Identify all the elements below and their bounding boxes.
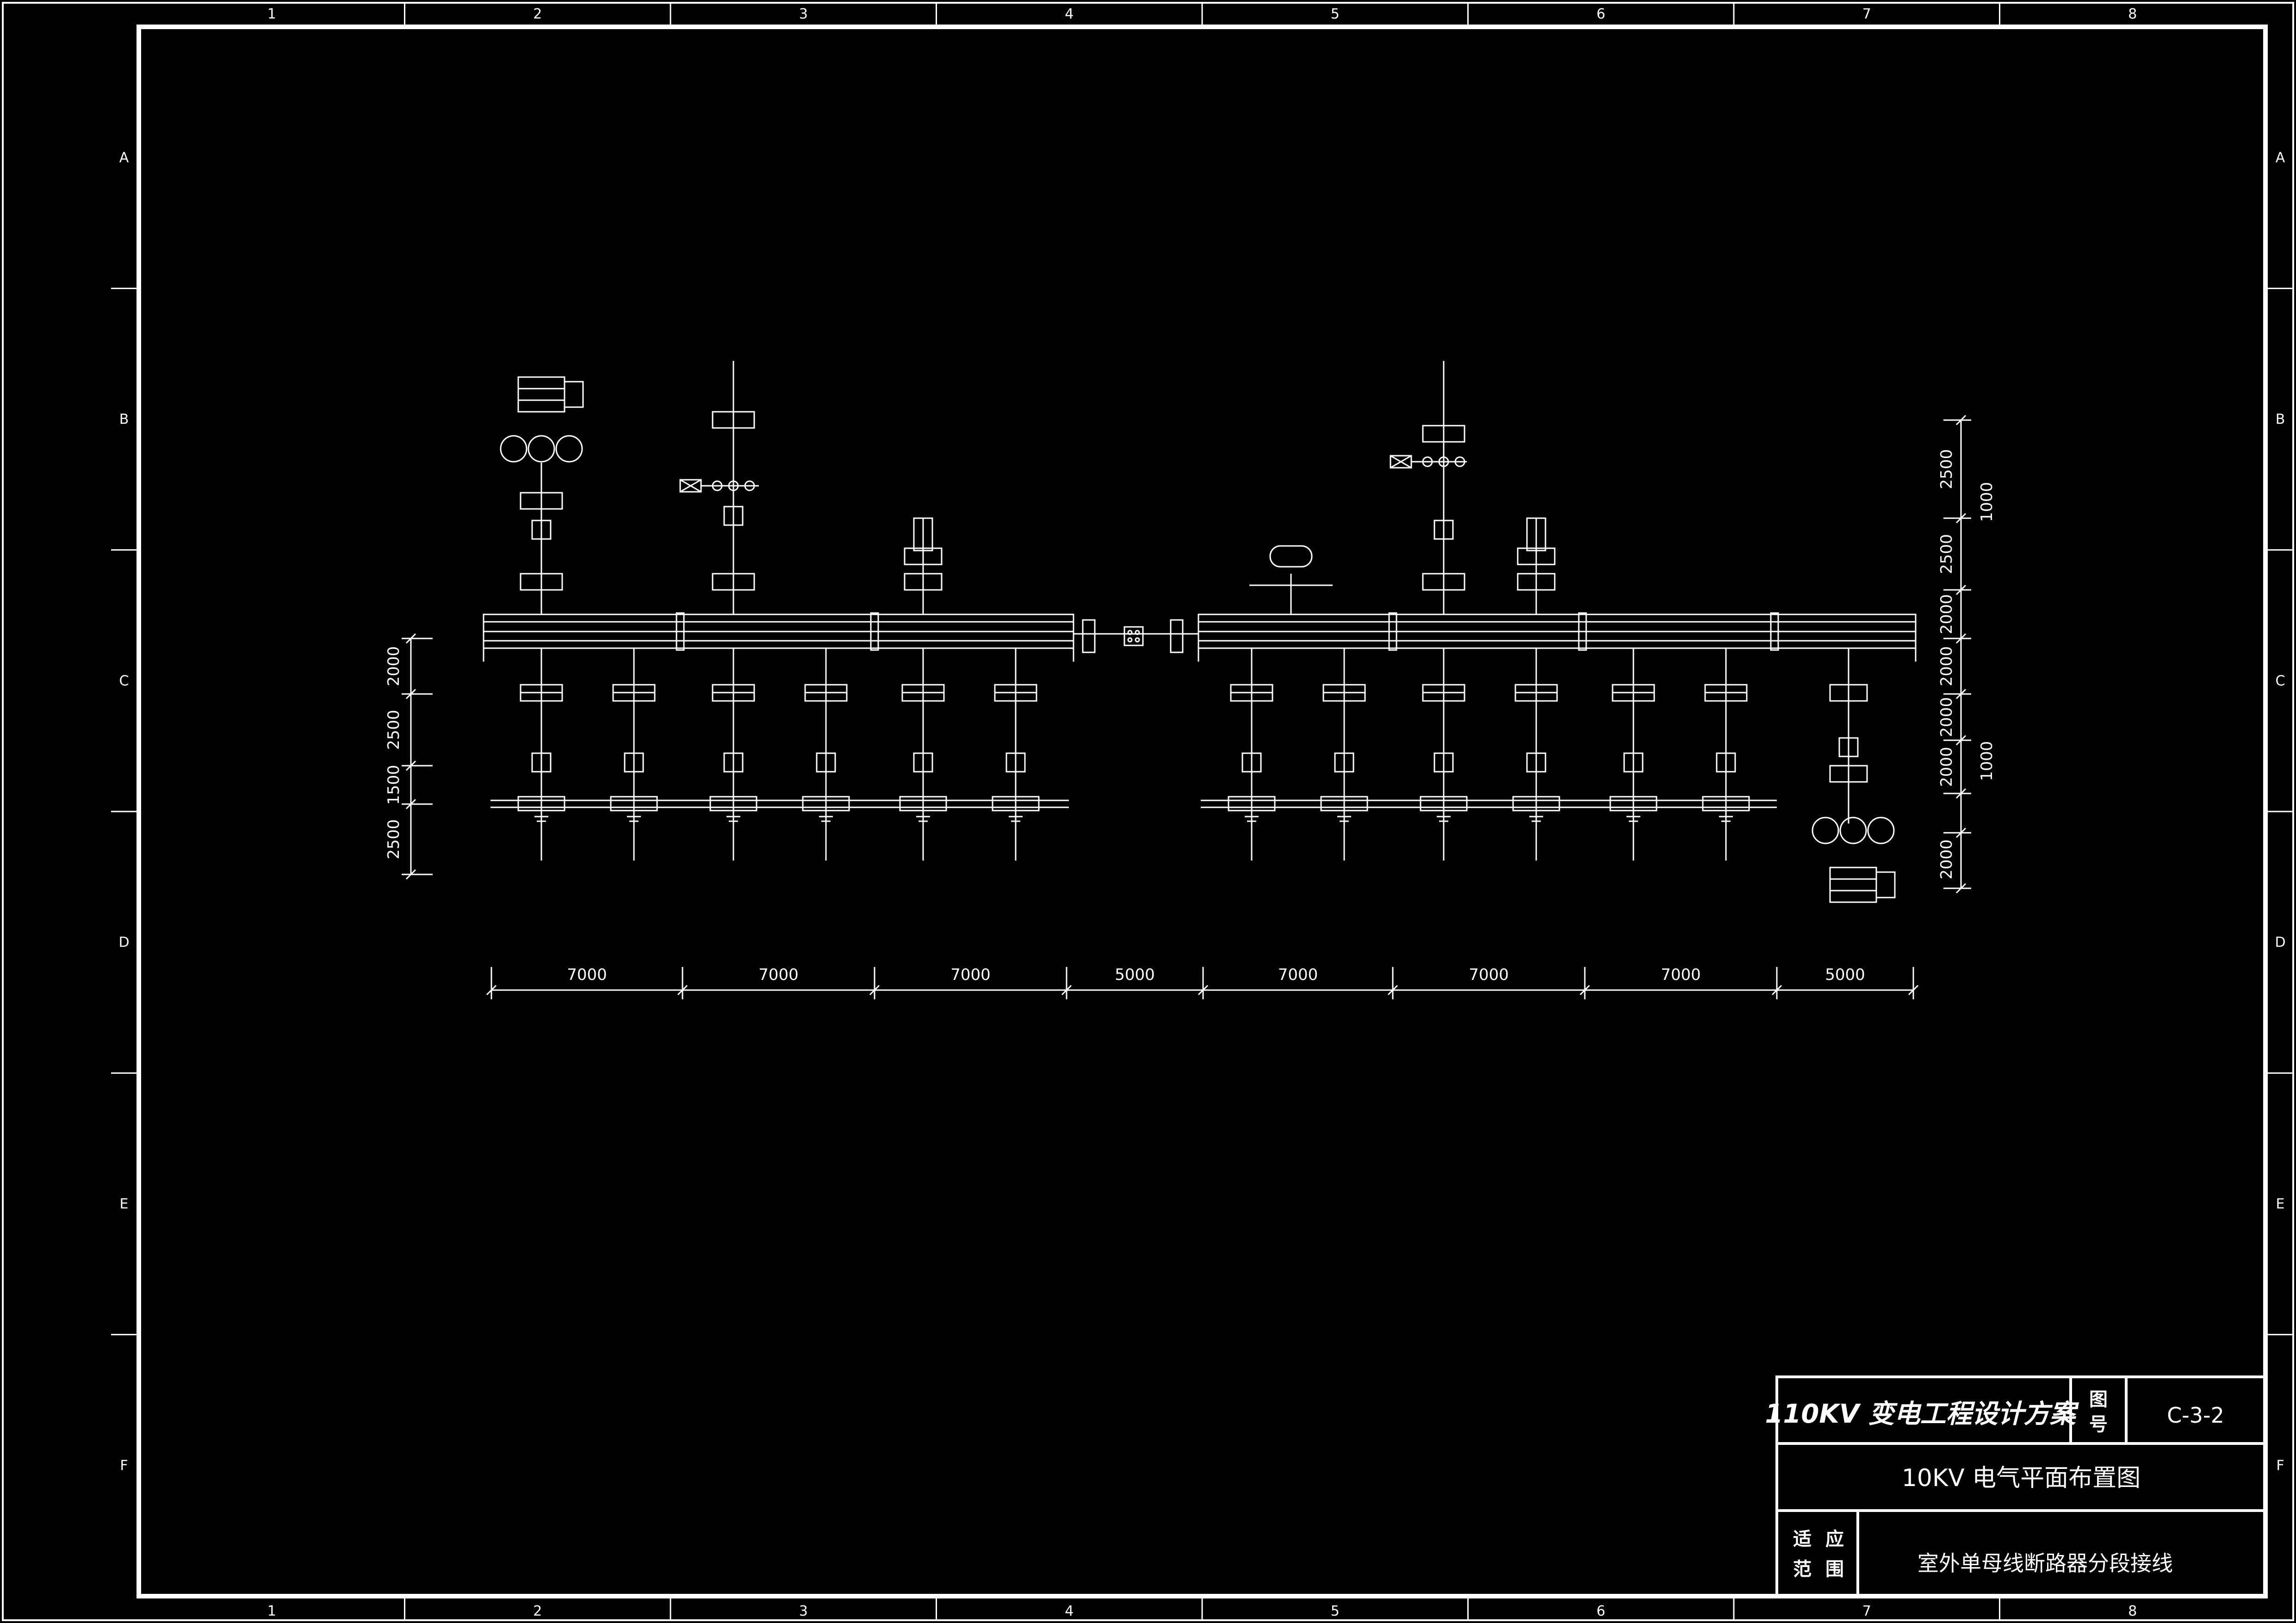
dim-bottom-7: 5000 [1825, 966, 1865, 984]
zone-row-label-E-right: E [2276, 1196, 2285, 1212]
dim-right-top-3: 2000 [1937, 646, 1956, 687]
drawing-no-label-2: 号 [2089, 1414, 2108, 1435]
zone-col-label-3-bottom: 3 [799, 1603, 808, 1619]
zone-col-label-6-bottom: 6 [1596, 1603, 1605, 1619]
busbar-post [870, 612, 879, 651]
transformer-top-left [500, 376, 584, 614]
dim-bottom-3: 5000 [1115, 966, 1155, 984]
zone-row-label-C-left: C [119, 673, 129, 689]
scope-label-1: 适 [1793, 1529, 1812, 1550]
dim-right-bottom-2: 2000 [1937, 839, 1956, 880]
busbar-left [483, 613, 1074, 662]
zone-col-label-8-bottom: 8 [2128, 1603, 2137, 1619]
scope-label-3: 范 [1793, 1559, 1812, 1580]
busbar-post [1770, 612, 1779, 651]
dim-right-top-1: 2500 [1937, 534, 1956, 574]
zone-col-label-2-bottom: 2 [533, 1603, 542, 1619]
dim-bottom-6: 7000 [1661, 966, 1701, 984]
dim-right-bottom-1: 2000 [1937, 747, 1956, 787]
zone-col-label-5-bottom: 5 [1331, 1603, 1340, 1619]
zone-row-label-D-right: D [2275, 935, 2285, 951]
feeder-bay [992, 648, 1040, 861]
feeder-bay [1228, 648, 1276, 861]
feeder-bay [802, 648, 850, 861]
feeder-bay [1702, 648, 1750, 861]
feeder-bay [1420, 648, 1468, 861]
zone-col-label-5-top: 5 [1331, 6, 1340, 22]
dim-left-3: 2500 [385, 819, 403, 860]
zone-row-label-E-left: E [120, 1196, 129, 1212]
zone-col-label-1-top: 1 [267, 6, 276, 22]
zone-row-label-A-right: A [2276, 150, 2285, 166]
zone-col-label-8-top: 8 [2128, 6, 2137, 22]
pt-bay-right [1517, 517, 1556, 614]
outgoing-bus-right [1201, 799, 1777, 808]
feeder-bay [1320, 648, 1368, 861]
incoming-bay-left [679, 361, 759, 614]
zone-row-label-D-left: D [118, 935, 129, 951]
zone-col-label-3-top: 3 [799, 6, 808, 22]
outgoing-bus-left [490, 799, 1069, 808]
zone-col-label-1-bottom: 1 [267, 1603, 276, 1619]
electrical-plan [483, 361, 1917, 903]
transformer-bottom-right [1812, 648, 1896, 903]
zone-row-label-C-right: C [2276, 673, 2285, 689]
zone-col-label-7-top: 7 [1862, 6, 1871, 22]
dim-left-0: 2000 [385, 646, 403, 687]
zone-col-label-2-top: 2 [533, 6, 542, 22]
dim-left-2: 1500 [385, 765, 403, 805]
title-block [1775, 1375, 2267, 1598]
drawing-title: 10KV 电气平面布置图 [1902, 1464, 2141, 1492]
busbar-supports [676, 612, 1779, 651]
dim-bottom-5: 7000 [1469, 966, 1509, 984]
drawing-number: C-3-2 [2167, 1403, 2224, 1428]
feeder-bay [899, 648, 947, 861]
zone-row-label-A-left: A [119, 150, 129, 166]
arrester-bay-right [1249, 545, 1333, 614]
dim-right-top-2: 2000 [1937, 594, 1956, 634]
dimension-labels: 7000 7000 7000 5000 7000 7000 7000 5000 2000 2500… [385, 449, 1996, 984]
feeder-bay [1609, 648, 1657, 861]
zone-col-label-6-top: 6 [1596, 6, 1605, 22]
scope-label-2: 应 [1825, 1529, 1844, 1550]
busbar-post [1578, 612, 1587, 651]
feeder-bay [1512, 648, 1560, 861]
pt-bay-left [904, 517, 943, 614]
incoming-bay-right [1390, 361, 1467, 614]
busbar-right [1198, 613, 1917, 662]
dim-right-outer-1: 1000 [1978, 741, 1996, 781]
busbar-post [1388, 612, 1397, 651]
dim-bottom-1: 7000 [758, 966, 799, 984]
zone-col-label-4-top: 4 [1065, 6, 1074, 22]
zone-row-label-F-right: F [2276, 1457, 2284, 1474]
dimension-lines [402, 415, 1971, 999]
dim-right-bottom-0: 2000 [1937, 697, 1956, 737]
scope-description: 室外单母线断路器分段接线 [1917, 1551, 2173, 1576]
zone-row-label-F-left: F [120, 1457, 128, 1474]
project-name: 110KV 变电工程设计方案 [1765, 1399, 2079, 1429]
zone-row-label-B-right: B [2276, 411, 2285, 427]
inner-frame [137, 25, 2268, 1598]
dim-right-outer-0: 1000 [1978, 482, 1996, 522]
scope-label-4: 围 [1825, 1559, 1844, 1580]
dim-bottom-4: 7000 [1278, 966, 1318, 984]
zone-row-label-B-left: B [119, 411, 129, 427]
feeder-bays [517, 648, 1750, 861]
dim-bottom-0: 7000 [567, 966, 607, 984]
feeder-bay [610, 648, 658, 861]
drawing-no-label-1: 图 [2089, 1389, 2108, 1410]
dim-left-1: 2500 [385, 710, 403, 750]
zone-col-label-4-bottom: 4 [1065, 1603, 1074, 1619]
dim-right-top-0: 2500 [1937, 449, 1956, 489]
bus-section-breaker [1074, 619, 1198, 653]
busbar-post [676, 612, 685, 651]
feeder-bay [517, 648, 565, 861]
dim-bottom-2: 7000 [950, 966, 991, 984]
zone-col-label-7-bottom: 7 [1862, 1603, 1871, 1619]
feeder-bay [709, 648, 757, 861]
